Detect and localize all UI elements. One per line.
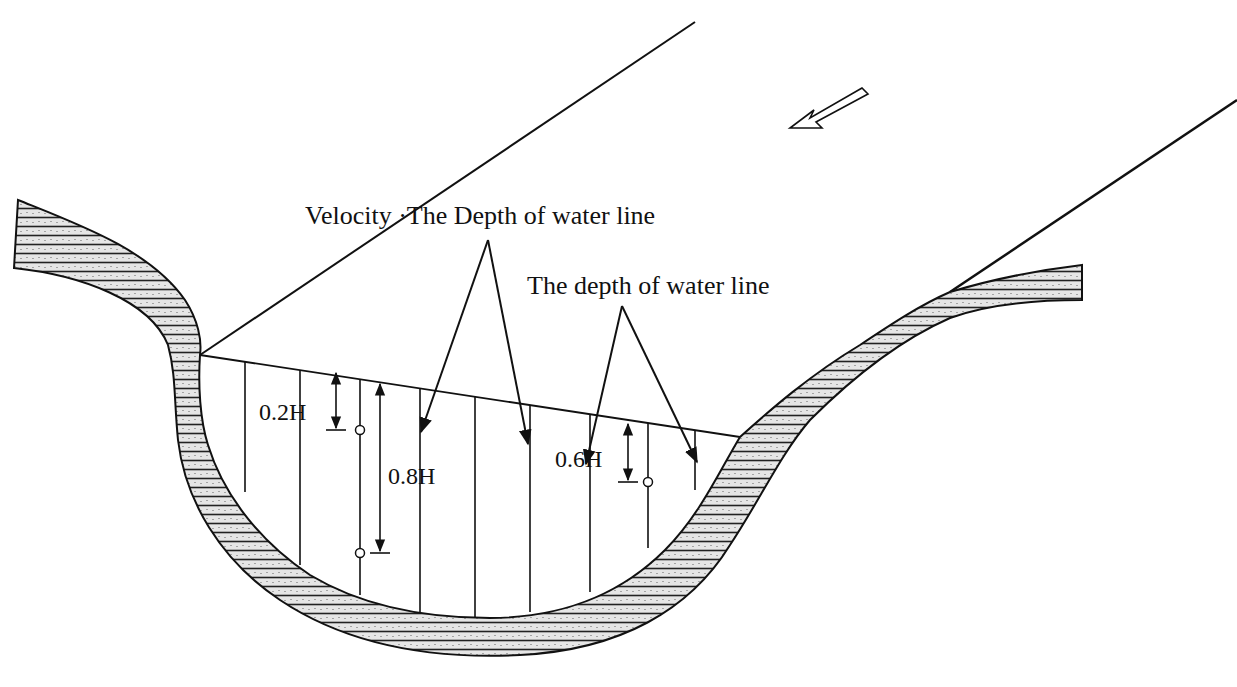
vertical-lines: [245, 362, 695, 618]
water-surface: [200, 355, 740, 437]
flow-arrow: [790, 88, 868, 128]
callout-label: Velocity ·The Depth of water line: [305, 203, 655, 229]
river-bed: [14, 200, 1082, 656]
dimension-label: 0.8H: [388, 464, 435, 488]
dimension-arrows: [326, 373, 638, 553]
measuring-points: [356, 426, 653, 558]
callout-label: The depth of water line: [527, 273, 770, 299]
dimension-label: 0.6H: [555, 447, 602, 471]
dimension-label: 0.2H: [259, 400, 306, 424]
